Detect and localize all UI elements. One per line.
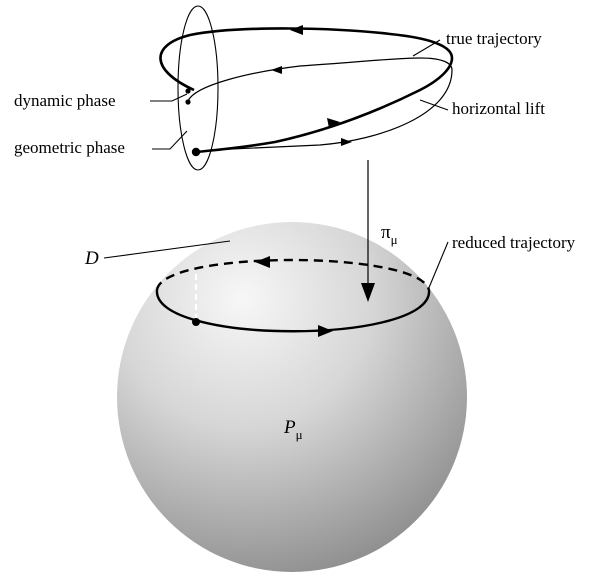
- reduced-trajectory-label: reduced trajectory: [452, 233, 576, 252]
- true-trajectory-label: true trajectory: [446, 29, 542, 48]
- true-trajectory-arrow-top: [290, 25, 303, 35]
- sphere-label: Pμ: [283, 417, 303, 442]
- projection-label: πμ: [381, 222, 398, 247]
- reduced-trajectory-leader: [427, 241, 449, 291]
- reduced-start-point: [192, 318, 200, 326]
- dynamic-phase-point-lower: [185, 99, 191, 105]
- horizontal-lift-leader: [419, 99, 449, 111]
- true-trajectory-arrow-bottom: [327, 118, 340, 128]
- horizontal-lift-label: horizontal lift: [452, 99, 545, 118]
- true-trajectory-leader: [412, 39, 441, 57]
- region-D-label: D: [84, 248, 99, 269]
- start-point: [191, 147, 201, 157]
- reduced-trajectory-front: [155, 289, 431, 333]
- reduced-trajectory-back: [155, 258, 431, 291]
- dynamic-phase-leader: [150, 93, 188, 102]
- reduced-trajectory-arrow-back: [255, 256, 270, 268]
- region-D-leader: [103, 240, 231, 259]
- horizontal-lift-arrow-top: [271, 66, 282, 74]
- dynamic-phase-label: dynamic phase: [14, 91, 116, 110]
- fiber-ellipse: [177, 5, 219, 171]
- geometric-phase-label: geometric phase: [14, 138, 125, 157]
- horizontal-lift-path: [187, 57, 453, 151]
- true-trajectory-path: [159, 27, 454, 154]
- horizontal-lift-arrow-bottom: [341, 138, 352, 146]
- geometric-phase-leader: [152, 130, 188, 150]
- projection-arrowhead: [361, 283, 375, 302]
- reduced-trajectory-arrow-front: [318, 325, 333, 337]
- sphere: [117, 222, 467, 572]
- dynamic-phase-point: [185, 88, 191, 94]
